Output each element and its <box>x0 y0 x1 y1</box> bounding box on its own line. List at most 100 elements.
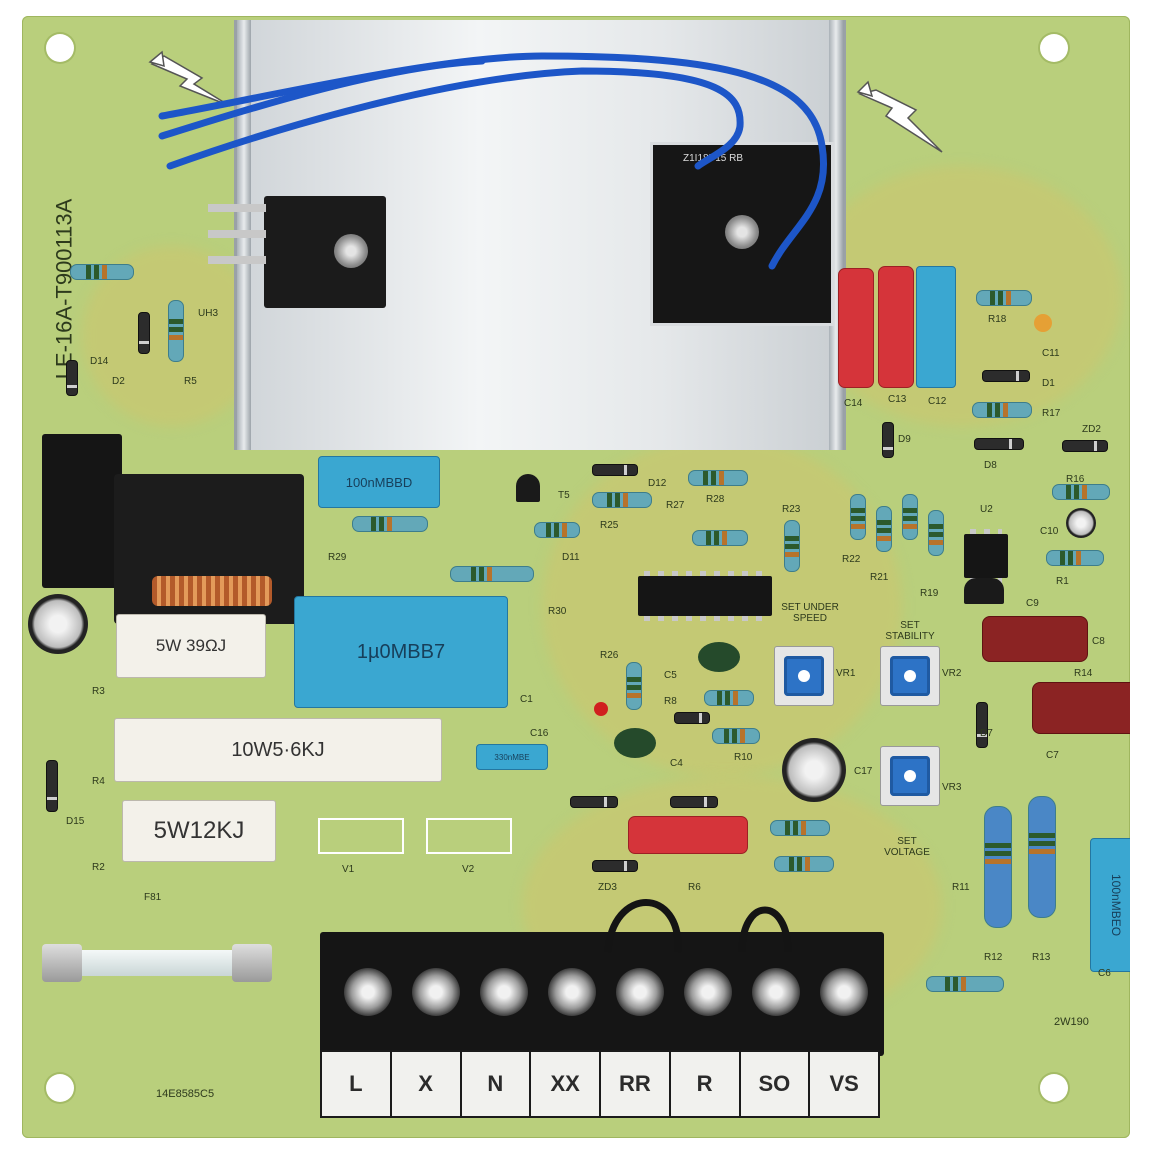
capacitor-blue <box>916 266 956 388</box>
transformer-coil <box>152 576 272 606</box>
diode <box>66 360 78 396</box>
diode <box>46 760 58 812</box>
diode <box>592 860 638 872</box>
silk-label: R1 <box>1056 576 1069 587</box>
transistor <box>964 578 1004 604</box>
resistor <box>626 662 642 710</box>
terminal-screw[interactable] <box>480 968 528 1016</box>
mounting-hole <box>1040 1074 1068 1102</box>
electrolytic-capacitor <box>28 594 88 654</box>
silk-label: R13 <box>1032 952 1051 963</box>
resistor <box>688 470 748 486</box>
silk-label: ZD3 <box>598 882 617 893</box>
electrolytic-capacitor <box>1066 508 1096 538</box>
terminal-screw[interactable] <box>548 968 596 1016</box>
silk-label: C11 <box>1042 348 1060 359</box>
jumper-wires <box>604 899 792 953</box>
silk-label: VR3 <box>942 782 962 793</box>
terminal-screw[interactable] <box>752 968 800 1016</box>
silk-label: C16 <box>530 728 549 739</box>
resistor-r13 <box>1028 796 1056 918</box>
silk-label: D15 <box>66 816 85 827</box>
silk-label: D2 <box>112 376 125 387</box>
silk-label: R21 <box>870 572 889 583</box>
capacitor-c7 <box>1032 682 1130 734</box>
terminal-screw[interactable] <box>616 968 664 1016</box>
diode <box>982 370 1030 382</box>
terminal-label-rr: RR <box>601 1052 671 1116</box>
pcb-board: LE-16A-T900113A Z1I18P15 RB 5W 39ΩJ 10W5… <box>22 16 1130 1138</box>
silk-label: R16 <box>1066 474 1085 485</box>
pad-v2 <box>426 818 512 854</box>
resistor <box>876 506 892 552</box>
trim-pot-vr2[interactable] <box>880 646 940 706</box>
silk-label: D7 <box>980 728 993 739</box>
terminal-screw[interactable] <box>412 968 460 1016</box>
diode <box>882 422 894 458</box>
silk-label: R17 <box>1042 408 1061 419</box>
resistor-r12 <box>984 806 1012 928</box>
resistor-r4: 10W5·6KJ <box>114 718 442 782</box>
blue-wires <box>158 52 827 270</box>
resistor <box>692 530 748 546</box>
mounting-hole <box>1040 34 1068 62</box>
mounting-hole <box>46 1074 74 1102</box>
terminal-screw[interactable] <box>820 968 868 1016</box>
silk-label: D8 <box>984 460 997 471</box>
pad-label-v2: V2 <box>462 864 475 875</box>
capacitor-c8 <box>982 616 1088 662</box>
trim-pot-vr3[interactable] <box>880 746 940 806</box>
board-code-bottom: 14E8585C5 <box>156 1088 215 1100</box>
silk-label: U2 <box>980 504 993 515</box>
silk-label: R5 <box>184 376 197 387</box>
resistor <box>534 522 580 538</box>
silk-label: C4 <box>670 758 683 769</box>
silk-label: R29 <box>328 552 347 563</box>
silk-label: C14 <box>844 398 863 409</box>
label-set-voltage: SET VOLTAGE <box>884 836 930 858</box>
resistor <box>850 494 866 540</box>
silk-label: R23 <box>782 504 801 515</box>
silk-label: C7 <box>1046 750 1059 761</box>
terminal-screw[interactable] <box>684 968 732 1016</box>
resistor <box>976 290 1032 306</box>
silk-label: R28 <box>706 494 725 505</box>
resistor <box>972 402 1032 418</box>
silk-label: R18 <box>988 314 1007 325</box>
ceramic-capacitor <box>698 642 740 672</box>
mounting-hole <box>46 34 74 62</box>
terminal-labels: L X N XX RR R SO VS <box>320 1050 880 1118</box>
capacitor-red <box>838 268 874 388</box>
silk-label: C6 <box>1098 968 1111 979</box>
resistor <box>168 300 184 362</box>
silk-label: C5 <box>664 670 677 681</box>
silk-label: R3 <box>92 686 105 697</box>
resistor <box>450 566 534 582</box>
capacitor-red <box>878 266 914 388</box>
diode <box>570 796 618 808</box>
capacitor-red <box>628 816 748 854</box>
diode <box>670 796 718 808</box>
resistor <box>1046 550 1104 566</box>
terminal-label-l: L <box>322 1052 392 1116</box>
terminal-label-x: X <box>392 1052 462 1116</box>
ceramic-capacitor <box>614 728 656 758</box>
silk-label: VR2 <box>942 668 962 679</box>
silk-label: VR1 <box>836 668 856 679</box>
diode <box>138 312 150 354</box>
silk-label: R8 <box>664 696 677 707</box>
resistor <box>1052 484 1110 500</box>
diode <box>974 438 1024 450</box>
diode <box>976 702 988 748</box>
trim-pot-vr1[interactable] <box>774 646 834 706</box>
capacitor-c6: 100nMBEO <box>1090 838 1130 972</box>
silk-label: D12 <box>648 478 667 489</box>
terminal-screw[interactable] <box>344 968 392 1016</box>
silk-label: D9 <box>898 434 911 445</box>
capacitor-c15: 100nMBBD <box>318 456 440 508</box>
resistor <box>784 520 800 572</box>
silk-label: UH3 <box>198 308 219 319</box>
capacitor-c1: 1µ0MBB7 <box>294 596 508 708</box>
pad-v1 <box>318 818 404 854</box>
silk-label: C10 <box>1040 526 1059 537</box>
